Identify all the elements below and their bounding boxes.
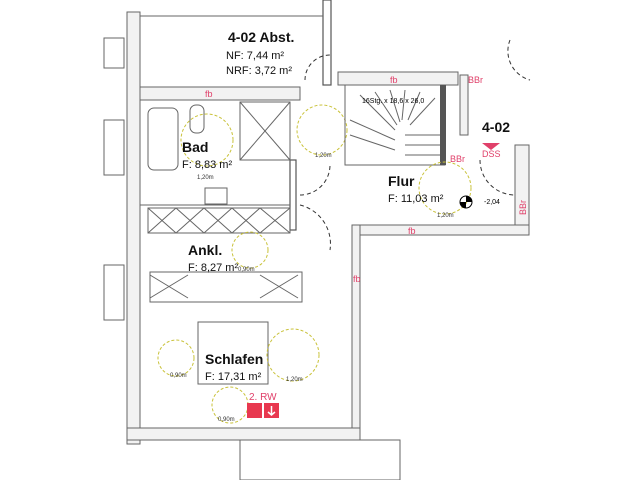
label-fb: fb xyxy=(205,89,213,99)
turning-circle xyxy=(180,113,234,167)
entrance-triangle-icon xyxy=(482,143,500,150)
door-swing xyxy=(479,159,516,196)
left-window-frame xyxy=(103,264,125,321)
dim-label: 1,20m xyxy=(437,213,454,219)
room-name-bad: Bad xyxy=(182,139,208,155)
turning-circle xyxy=(418,161,472,215)
washbasin xyxy=(204,187,228,205)
turning-circle xyxy=(231,231,269,269)
label-escape-route: 2. RW xyxy=(249,392,277,403)
wardrobe xyxy=(147,207,291,234)
door-swing xyxy=(507,39,531,81)
door-swing xyxy=(299,164,331,196)
label-bbr: BBr xyxy=(518,200,528,215)
dresser-crosses xyxy=(149,274,299,299)
wall-flur-top xyxy=(337,71,459,86)
left-window-frame xyxy=(103,119,125,176)
left-exterior-wall xyxy=(126,11,141,445)
shower-diagonal xyxy=(239,101,291,161)
room-area-ankl: F: 8,27 m² xyxy=(188,262,238,274)
room-area-schlafen: F: 17,31 m² xyxy=(205,371,262,383)
wardrobe-crosses xyxy=(147,207,291,234)
dresser xyxy=(149,271,303,303)
room-name-flur: Flur xyxy=(388,173,415,189)
turning-circle xyxy=(266,328,320,382)
room-name-schlafen: Schlafen xyxy=(205,351,263,367)
room-name-ankl: Ankl. xyxy=(188,242,222,258)
turning-circle xyxy=(296,104,348,156)
dim-label: 1,20m xyxy=(315,153,332,159)
dim-label: 1,20m xyxy=(286,377,303,383)
stairs-label: 16Stg. x 18,6 x 26,0 xyxy=(362,98,424,105)
label-dss: DSS xyxy=(482,149,501,159)
left-window-frame xyxy=(103,37,125,69)
toilet xyxy=(189,104,205,134)
room-nrf-abst: NRF: 3,72 m² xyxy=(226,65,292,77)
unit-label: 4-02 xyxy=(482,119,510,135)
shower xyxy=(239,101,291,161)
balcony-edge xyxy=(239,439,401,480)
room-area-flur: F: 11,03 m² xyxy=(388,193,444,205)
label-fb: fb xyxy=(390,75,398,85)
escape-sign-person-icon xyxy=(247,403,262,418)
label-fb: fb xyxy=(408,226,416,236)
turning-circle xyxy=(157,339,195,377)
dim-label: 0,90m xyxy=(218,417,235,423)
dim-label: 1,20m xyxy=(197,175,214,181)
wall-fb-upper xyxy=(139,86,301,101)
label-bbr: BBr xyxy=(450,154,465,164)
room-area-bad: F: 8,83 m² xyxy=(182,159,232,171)
dim-label: 0,90m xyxy=(170,373,187,379)
level-marker-fill xyxy=(460,196,472,208)
label-fb: fb xyxy=(353,274,361,284)
bed xyxy=(197,321,269,385)
wall-bath-partition xyxy=(289,159,297,231)
stair-railing xyxy=(440,85,446,165)
abst-right-wall xyxy=(322,0,332,86)
wall-bbr-right xyxy=(459,74,469,136)
wall-bottom xyxy=(126,427,361,441)
stair-steps xyxy=(349,89,440,156)
arrow-down-glyph xyxy=(267,406,276,416)
wall-bedroom-right xyxy=(351,224,361,441)
staircase xyxy=(344,84,446,166)
dim-label: 0,90m xyxy=(238,267,255,273)
door-swing xyxy=(299,204,331,251)
wall-fb-lower xyxy=(351,224,530,236)
level-label: -2,04 xyxy=(484,199,500,206)
room-nf-abst: NF: 7,44 m² xyxy=(226,50,284,62)
room-name-abst: 4-02 Abst. xyxy=(228,29,294,45)
bathtub xyxy=(147,107,179,171)
label-bbr: BBr xyxy=(468,75,483,85)
